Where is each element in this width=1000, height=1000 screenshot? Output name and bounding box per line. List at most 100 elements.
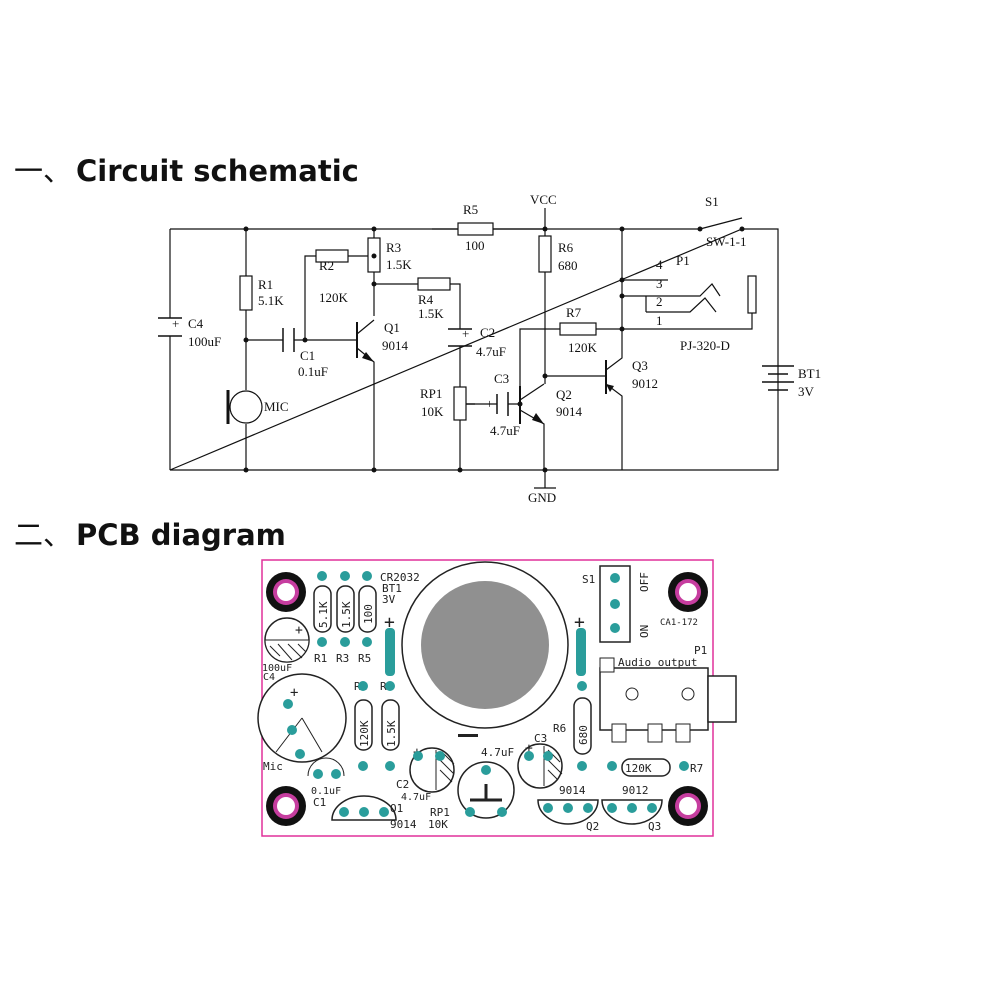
pcb-pad [435, 751, 445, 761]
pcb-pads [283, 571, 689, 817]
rp1-label: RP1 [420, 386, 442, 401]
rp1-value: 10K [421, 404, 444, 419]
c1-label: C1 [300, 348, 315, 363]
pcb-pad [283, 699, 293, 709]
pcb-r1-val: 5.1K [317, 601, 330, 628]
p1-pin4: 4 [656, 257, 663, 272]
pcb-off: OFF [638, 572, 651, 592]
p1-pin3: 3 [656, 276, 663, 291]
r4-body [417, 277, 451, 291]
pcb-r5-val: 100 [362, 604, 375, 624]
pcb-pad [413, 751, 423, 761]
pcb-heading: 二、PCB diagram [14, 518, 286, 552]
pcb-pad [497, 807, 507, 817]
pcb-pad [359, 807, 369, 817]
svg-text:+: + [525, 741, 533, 756]
pcb-pad [610, 599, 620, 609]
mic-symbol [229, 390, 263, 424]
pcb-pad [607, 803, 617, 813]
r5-value: 100 [465, 238, 485, 253]
pcb-c3-val: 4.7uF [481, 746, 514, 759]
pcb-bt1: BT1 [382, 582, 402, 595]
pcb-r7-val: 120K [625, 762, 652, 775]
mount-holes [266, 572, 708, 826]
r1-label: R1 [258, 277, 273, 292]
bt-plus-left: + [384, 612, 395, 633]
pcb-pad [607, 761, 617, 771]
pcb-q3: Q3 [648, 820, 661, 833]
q1-value: 9014 [382, 338, 409, 353]
pcb-c4: C4 [263, 672, 275, 683]
pcb-pad [362, 637, 372, 647]
pcb-pad [317, 637, 327, 647]
schematic-heading: 一、Circuit schematic [14, 154, 359, 188]
c2-value: 4.7uF [476, 344, 506, 359]
r4-value: 1.5K [418, 306, 444, 321]
p1-value: PJ-320-D [680, 338, 730, 353]
svg-text:+: + [295, 623, 303, 638]
pcb-rp1-val: 10K [428, 818, 448, 831]
pcb-pad [287, 725, 297, 735]
pcb-r6: R6 [553, 722, 566, 735]
r5-body [457, 222, 494, 236]
pcb-audio: Audio output [618, 656, 697, 669]
pcb-pad [362, 571, 372, 581]
r2-label: R2 [319, 258, 334, 273]
s1-label: S1 [705, 194, 719, 209]
bt1-value: 3V [798, 384, 815, 399]
pcb-pad [358, 761, 368, 771]
pcb-pad [583, 803, 593, 813]
r4-label: R4 [418, 292, 434, 307]
pcb-rp1: RP1 [430, 806, 450, 819]
pcb-pad [385, 681, 395, 691]
pcb-pad [679, 761, 689, 771]
pcb-pad [481, 765, 491, 775]
pcb-cr2032: CR2032 [380, 571, 420, 584]
vcc-label: VCC [530, 192, 557, 207]
pcb-r1: R1 [314, 652, 327, 665]
r2-value: 120K [319, 290, 349, 305]
pcb-r6-val: 680 [577, 725, 590, 745]
pcb-p1: P1 [694, 644, 707, 657]
pcb-c1: C1 [313, 796, 326, 809]
r7-label: R7 [566, 305, 582, 320]
q2-value: 9014 [556, 404, 583, 419]
c4-plus: + [172, 316, 179, 331]
pcb-pad [295, 749, 305, 759]
pcb-pad [358, 681, 368, 691]
c2-label: C2 [480, 325, 495, 340]
pcb-r5: R5 [358, 652, 371, 665]
r6-value: 680 [558, 258, 578, 273]
pcb-3v: 3V [382, 593, 396, 606]
pcb-q2-val: 9014 [559, 784, 586, 797]
pcb-r4-val: 1.5K [385, 720, 398, 747]
pcb-pad [577, 761, 587, 771]
pcb-pad [524, 751, 534, 761]
mic-label: MIC [264, 399, 289, 414]
r1-body [239, 275, 253, 311]
r1-value: 5.1K [258, 293, 284, 308]
r7-value: 120K [568, 340, 598, 355]
c2-plus: + [462, 326, 469, 341]
pcb-q2: Q2 [586, 820, 599, 833]
pcb-c4-val: 100uF [262, 663, 292, 674]
pcb-r3-val: 1.5K [340, 601, 353, 628]
pcb-on: ON [638, 625, 651, 638]
pcb-mic-label: Mic [263, 760, 283, 773]
pcb-pad [331, 769, 341, 779]
pcb-ca: CA1-172 [660, 618, 698, 628]
battery-disc [421, 581, 549, 709]
s1-value: SW-1-1 [706, 234, 746, 249]
p1-label: P1 [676, 253, 690, 268]
q3-label: Q3 [632, 358, 648, 373]
r2-body [315, 249, 349, 263]
r3-value: 1.5K [386, 257, 412, 272]
c3-label: C3 [494, 371, 509, 386]
pcb-r2-val: 120K [358, 720, 371, 747]
pcb-r7: R7 [690, 762, 703, 775]
pcb-pad [543, 751, 553, 761]
pcb-c1-val: 0.1uF [311, 786, 341, 797]
q1-label: Q1 [384, 320, 400, 335]
pcb-r3: R3 [336, 652, 349, 665]
